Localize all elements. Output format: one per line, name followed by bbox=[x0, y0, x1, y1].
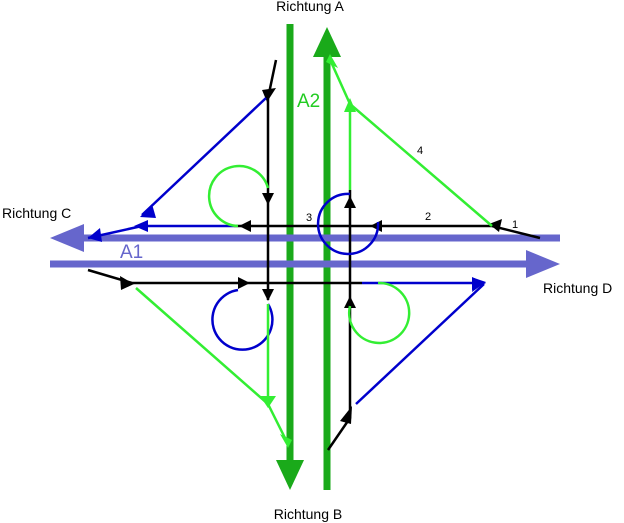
blue-arrowhead bbox=[134, 220, 148, 232]
green-arrowhead bbox=[344, 98, 356, 112]
black-arrowhead bbox=[489, 219, 502, 232]
a2-southbound-arrowhead bbox=[276, 460, 304, 490]
black-arrowhead bbox=[120, 276, 134, 290]
black-arrowhead bbox=[239, 220, 251, 232]
black-arrowhead bbox=[262, 193, 274, 205]
green-arrowheads bbox=[260, 54, 356, 448]
black-arrowhead bbox=[340, 406, 352, 424]
green-ramp-ne bbox=[348, 101, 493, 227]
green-arrowhead bbox=[260, 396, 276, 408]
direction-label-south: Richtung B bbox=[274, 506, 342, 522]
ramp-number-2: 2 bbox=[425, 211, 431, 223]
direction-label-east: Richtung D bbox=[543, 280, 612, 296]
black-arrowheads bbox=[120, 88, 502, 424]
green-ramps bbox=[135, 63, 493, 441]
direction-label-west: Richtung C bbox=[2, 205, 71, 221]
blue-loop-west bbox=[211, 288, 274, 351]
blue-ramp-se bbox=[355, 283, 485, 405]
blue-arrowhead bbox=[88, 228, 102, 242]
ramp-number-1: 1 bbox=[512, 219, 518, 231]
a1-eastbound-arrowhead bbox=[526, 250, 560, 278]
black-arrowhead bbox=[262, 289, 274, 301]
black-arrowhead bbox=[344, 296, 356, 308]
black-arrowhead bbox=[262, 88, 276, 102]
black-arrowhead bbox=[370, 220, 382, 232]
a2-northbound-arrowhead bbox=[313, 27, 341, 57]
direction-label-north: Richtung A bbox=[276, 0, 344, 14]
green-ramp-sw-outer bbox=[266, 403, 288, 441]
road-label-a2: A2 bbox=[297, 91, 320, 112]
road-a2 bbox=[276, 24, 341, 490]
green-loop-se bbox=[347, 281, 411, 345]
blue-loop-east bbox=[316, 192, 380, 256]
black-ramps bbox=[87, 59, 541, 451]
green-loop-nw bbox=[207, 164, 270, 228]
blue-arrowheads bbox=[88, 204, 486, 292]
green-ramp-sw bbox=[135, 287, 270, 407]
green-arrowhead bbox=[280, 434, 292, 448]
blue-ramp-nw bbox=[141, 97, 267, 216]
black-ramp-south-up bbox=[326, 190, 352, 451]
road-label-a1: A1 bbox=[120, 242, 143, 263]
blue-arrowhead bbox=[140, 204, 156, 218]
black-arrowhead bbox=[344, 196, 356, 208]
green-arrowhead bbox=[326, 54, 338, 68]
black-arrowhead bbox=[238, 277, 250, 289]
a1-westbound-arrowhead bbox=[50, 224, 84, 252]
blue-ramps bbox=[87, 97, 485, 405]
ramp-number-4: 4 bbox=[417, 145, 423, 157]
black-ramp-west-east bbox=[87, 268, 362, 285]
ramp-number-3: 3 bbox=[306, 212, 312, 224]
green-ramp-ne-outer bbox=[330, 63, 352, 105]
blue-arrowhead bbox=[472, 278, 486, 292]
